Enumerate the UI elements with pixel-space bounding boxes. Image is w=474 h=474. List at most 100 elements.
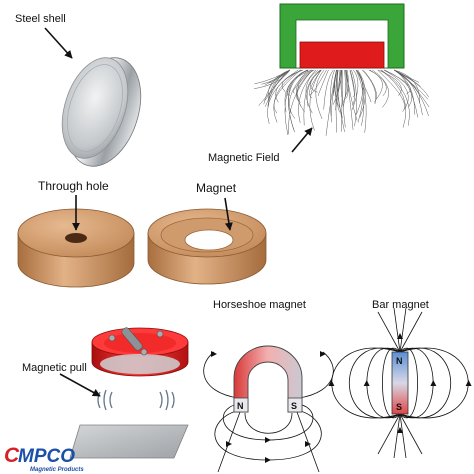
field-filing <box>286 69 312 96</box>
ring-magnet <box>147 208 267 285</box>
field-filing <box>317 69 329 97</box>
field-filing <box>342 69 347 108</box>
field-filing <box>295 69 314 103</box>
field-filing <box>345 69 358 121</box>
horseshoe-pole-s: S <box>291 401 297 411</box>
field-filing <box>258 69 291 106</box>
magnetic-pull-label: Magnetic pull <box>22 362 87 374</box>
magnetic-field-pointer <box>291 127 313 153</box>
horseshoe-field-arrows <box>211 351 326 463</box>
bar-magnet-label: Bar magnet <box>372 299 429 311</box>
field-filing <box>305 69 319 114</box>
field-filing <box>267 69 291 101</box>
field-filing <box>344 69 346 98</box>
field-filing <box>372 69 389 108</box>
field-filing <box>288 69 308 131</box>
field-filing <box>349 69 355 105</box>
horseshoe-field-lines <box>203 351 334 473</box>
field-filing <box>341 69 346 128</box>
bar-field-ray <box>399 413 407 459</box>
field-filing <box>254 69 291 89</box>
bar-pole-s: S <box>396 402 402 412</box>
steel-shell-disc <box>61 57 142 167</box>
field-filing <box>296 69 312 113</box>
horseshoe-magnet <box>233 345 303 413</box>
field-filing <box>377 69 405 110</box>
field-filing <box>355 69 365 126</box>
bar-field-ray <box>393 413 401 459</box>
field-filing <box>309 69 327 95</box>
field-filing <box>393 69 420 104</box>
field-filing <box>363 69 377 103</box>
magnet-pointer <box>224 197 233 231</box>
magnetic-field-label: Magnetic Field <box>208 152 280 164</box>
horseshoe-field-arrow <box>265 437 271 443</box>
horseshoe-magnet-label: Horseshoe magnet <box>213 299 306 311</box>
bar-field-lines <box>328 307 472 459</box>
field-filing <box>325 69 337 136</box>
bar-field-arrow <box>430 380 437 386</box>
field-filing <box>315 69 325 120</box>
magnetic-pull-pointer <box>59 373 101 397</box>
bar-field-ray <box>393 307 401 353</box>
field-filing <box>341 69 343 132</box>
field-filing <box>337 69 341 93</box>
magnetic-field-lines <box>254 69 430 136</box>
field-filing <box>273 69 301 123</box>
horseshoe-field-arrow <box>226 441 232 447</box>
field-filing <box>309 69 322 99</box>
horseshoe-field-arrow <box>265 457 271 463</box>
field-filing <box>393 69 430 108</box>
field-filing <box>261 69 291 85</box>
field-filing <box>351 69 359 111</box>
magnet-label: Magnet <box>196 181 237 195</box>
logo-letters: MPCO <box>18 446 75 467</box>
horseshoe-field-arrow <box>305 441 311 447</box>
through-hole-label: Through hole <box>38 179 109 193</box>
through-hole-disc <box>17 208 135 288</box>
horseshoe-pole-n: N <box>237 401 244 411</box>
field-filing <box>368 69 383 100</box>
field-filing <box>383 69 409 112</box>
steel-shell-pointer <box>44 27 73 59</box>
bar-field-ray <box>399 413 423 455</box>
field-filing <box>351 69 357 127</box>
field-filing <box>303 69 321 126</box>
steel-shell-label: Steel shell <box>15 13 66 25</box>
steel-plate <box>69 424 189 459</box>
field-filing <box>356 69 372 103</box>
field-filing <box>393 69 421 87</box>
field-filing <box>263 69 291 105</box>
field-filing <box>267 69 299 124</box>
horseshoe-field-arrow <box>320 351 326 357</box>
field-filing <box>335 69 339 133</box>
field-filing <box>264 69 291 86</box>
pull-waves <box>97 389 175 411</box>
bar-magnet <box>391 351 409 415</box>
bar-field-arrow <box>465 380 472 386</box>
field-filing <box>298 69 316 123</box>
bar-field-arrow <box>397 333 403 339</box>
logo-tagline: Magnetic Products <box>30 467 84 473</box>
field-filing <box>356 69 364 123</box>
field-filing <box>267 69 291 107</box>
red-pot-magnet <box>91 327 189 377</box>
field-filing <box>378 69 402 96</box>
field-filing <box>281 69 304 96</box>
bar-field-ray <box>399 307 407 353</box>
field-filing <box>306 69 322 107</box>
field-filing <box>380 69 407 128</box>
bar-field-ray <box>377 311 401 353</box>
pot-magnet-cross-section <box>279 3 405 69</box>
field-filing <box>273 69 301 114</box>
field-filing <box>323 69 334 110</box>
field-filing <box>357 69 366 118</box>
field-filing <box>361 69 376 105</box>
field-filing <box>349 69 355 97</box>
field-filing <box>356 69 367 133</box>
bar-field-ray <box>377 413 401 455</box>
bar-field-arrow <box>363 380 370 386</box>
field-filing <box>333 69 338 96</box>
bar-pole-n: N <box>396 356 403 366</box>
